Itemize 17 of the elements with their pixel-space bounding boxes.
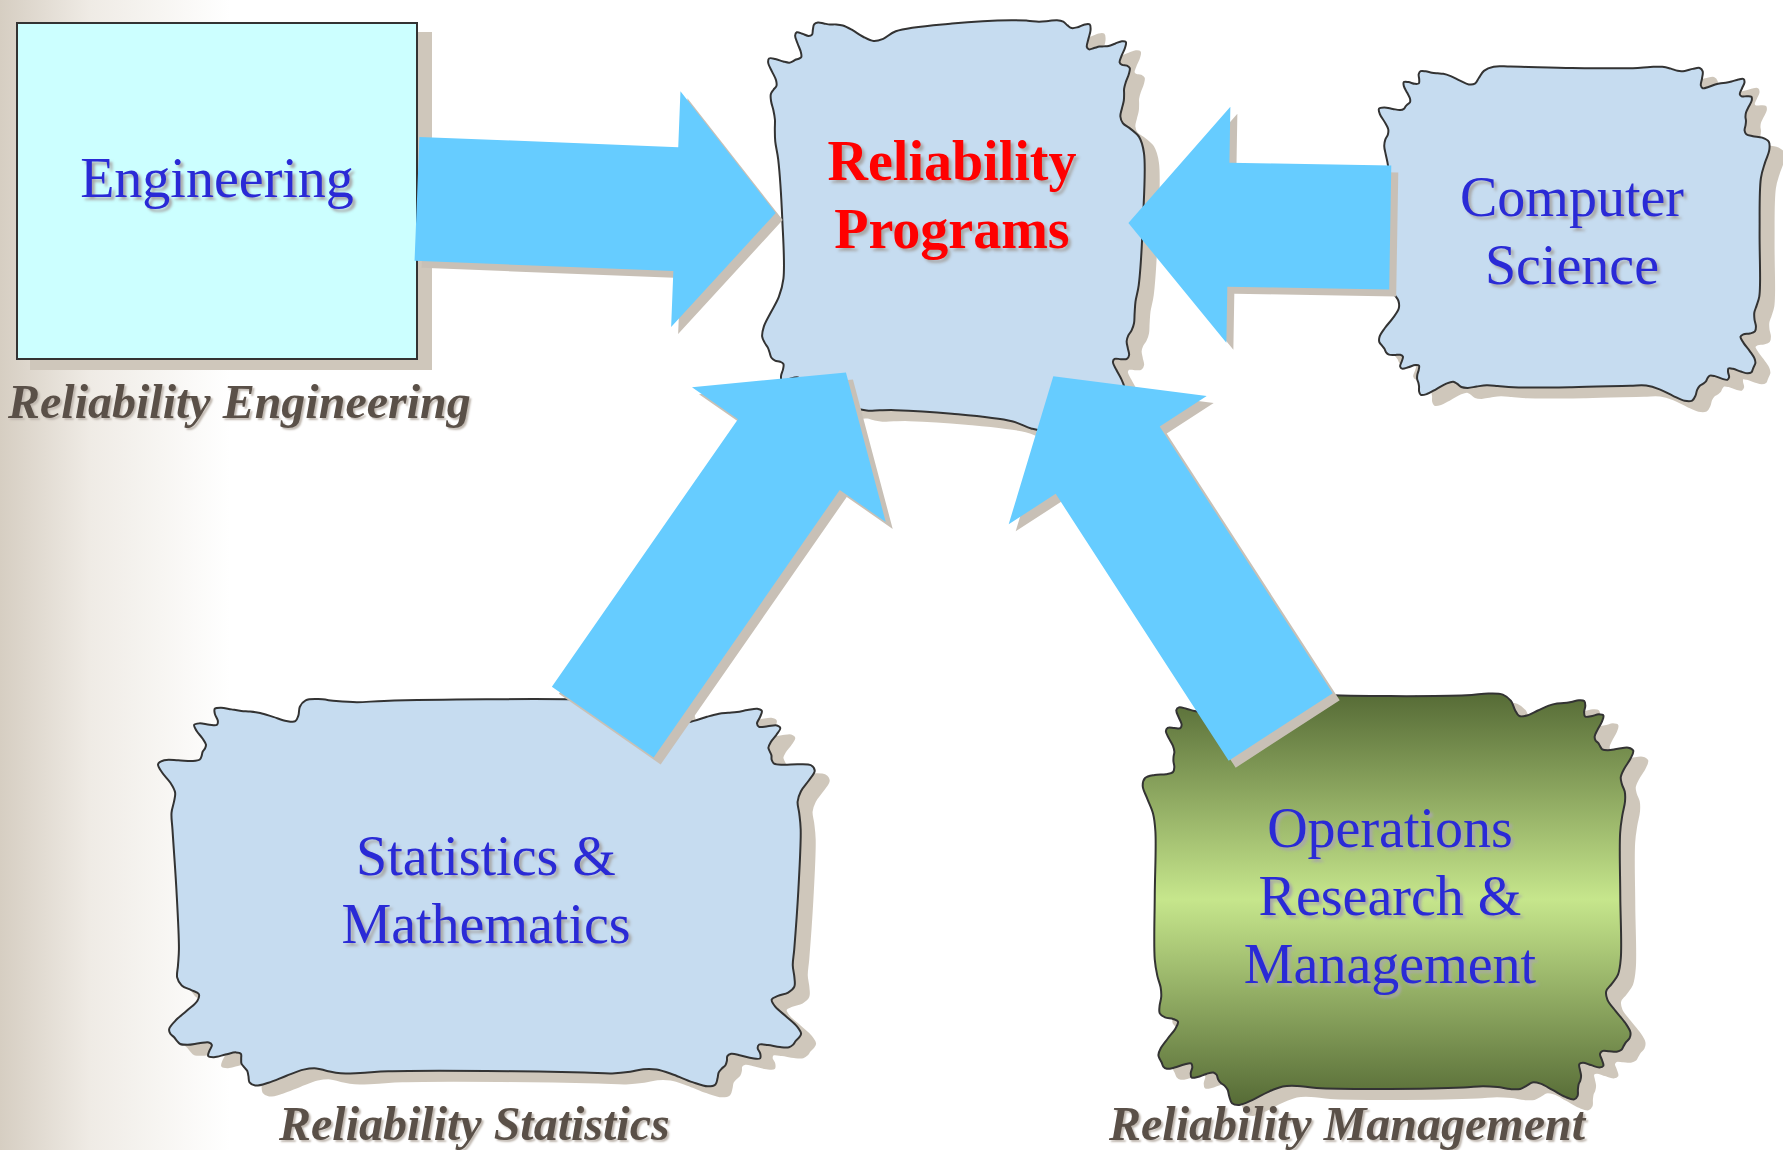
node-label: Reliability Programs: [826, 128, 1078, 262]
block-arrow: [1128, 106, 1392, 343]
block-arrow: [414, 91, 776, 327]
node-label: Operations Research & Management: [1242, 795, 1538, 997]
cloud-shape: [1141, 692, 1635, 1106]
node-label: Statistics & Mathematics: [340, 823, 632, 957]
caption-text: Reliability Management: [1109, 1096, 1585, 1150]
block-arrow: [1008, 376, 1333, 761]
process-box: [16, 22, 418, 360]
node-label: Engineering: [79, 145, 355, 211]
caption-text: Reliability Engineering: [8, 374, 471, 429]
caption-text: Reliability Statistics: [279, 1096, 670, 1150]
cloud-shape: [761, 19, 1146, 432]
cloud-shape: [156, 698, 816, 1088]
block-arrow: [551, 372, 886, 758]
node-label: Computer Science: [1459, 164, 1685, 298]
cloud-shape: [1377, 65, 1771, 403]
